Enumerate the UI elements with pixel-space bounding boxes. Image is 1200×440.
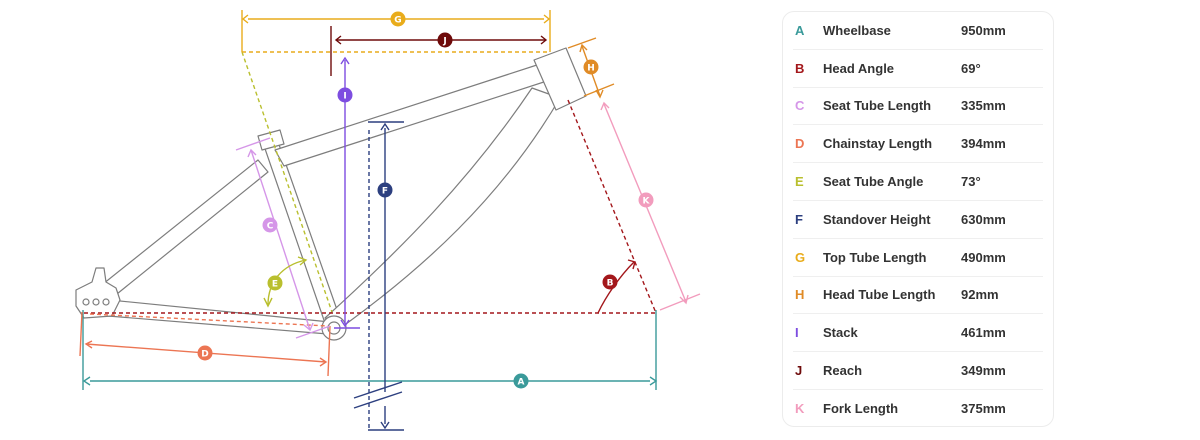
svg-text:B: B [607, 279, 614, 289]
svg-text:J: J [442, 37, 446, 47]
badge-e: E [267, 275, 283, 291]
badge-j: J [437, 32, 453, 48]
geometry-name: Wheelbase [823, 22, 891, 38]
geometry-row-a: A Wheelbase 950mm [793, 12, 1043, 50]
badge-c: C [262, 217, 278, 233]
geometry-letter: B [795, 60, 805, 76]
geometry-letter: F [795, 211, 803, 227]
geometry-name: Chainstay Length [823, 136, 933, 152]
geometry-row-f: F Standover Height 630mm [793, 201, 1043, 239]
svg-text:I: I [343, 92, 346, 102]
geometry-letter: E [795, 174, 804, 190]
geometry-letter: K [795, 401, 805, 417]
geometry-row-i: I Stack 461mm [793, 314, 1043, 353]
geometry-value: 375mm [961, 401, 1006, 417]
geometry-name: Seat Tube Angle [823, 174, 924, 190]
svg-text:H: H [587, 64, 595, 74]
badge-i: I [337, 87, 353, 103]
geometry-row-c: C Seat Tube Length 335mm [793, 88, 1043, 126]
geometry-row-g: G Top Tube Length 490mm [793, 239, 1043, 277]
geometry-value: 950mm [961, 22, 1006, 38]
bike-frame [75, 47, 587, 341]
svg-text:G: G [394, 16, 401, 26]
geometry-value: 335mm [961, 98, 1006, 114]
geometry-name: Head Tube Length [823, 287, 936, 303]
geometry-value: 630mm [961, 211, 1006, 227]
geometry-value: 461mm [961, 325, 1006, 341]
geometry-value: 92mm [961, 287, 999, 303]
geometry-value: 490mm [961, 249, 1006, 265]
badge-h: H [583, 59, 599, 75]
geometry-row-b: B Head Angle 69° [793, 50, 1043, 88]
geometry-value: 69° [961, 60, 981, 76]
geometry-letter: G [795, 249, 806, 265]
svg-text:D: D [201, 350, 208, 360]
geometry-letter: C [795, 98, 805, 114]
dimension-e-seat-angle [241, 51, 333, 313]
seatstay [97, 159, 269, 299]
geometry-letter: I [795, 325, 799, 341]
geometry-name: Top Tube Length [823, 249, 927, 265]
geometry-table: A Wheelbase 950mm B Head Angle 69° C Sea… [782, 11, 1054, 427]
geometry-row-h: H Head Tube Length 92mm [793, 277, 1043, 315]
axle-slot-2 [92, 298, 100, 306]
svg-text:A: A [518, 378, 525, 388]
badge-d: D [197, 345, 213, 361]
geometry-name: Fork Length [823, 401, 899, 417]
axle-slot-3 [102, 298, 110, 306]
geometry-letter: A [795, 22, 805, 38]
geometry-name: Reach [823, 363, 863, 379]
dimension-j-reach [330, 26, 548, 76]
geometry-letter: H [795, 287, 805, 303]
badge-k: K [638, 192, 654, 208]
geometry-name: Head Angle [823, 60, 895, 76]
geometry-row-d: D Chainstay Length 394mm [793, 125, 1043, 164]
geometry-row-k: K Fork Length 375mm [793, 390, 1043, 428]
dimension-f-standover [353, 121, 404, 431]
frame-geometry-diagram: A B C D E F G H I J K [75, 10, 701, 431]
geometry-value: 394mm [961, 136, 1006, 152]
svg-text:K: K [643, 197, 651, 207]
dimension-a-wheelbase [82, 310, 658, 390]
geometry-row-j: J Reach 349mm [793, 352, 1043, 390]
svg-text:E: E [272, 280, 278, 290]
dimension-c-seat-tube [235, 137, 331, 339]
badge-g: G [390, 11, 406, 27]
geometry-letter: J [795, 363, 803, 379]
axle-slot-1 [82, 298, 90, 306]
geometry-name: Seat Tube Length [823, 98, 932, 114]
geometry-name: Standover Height [823, 211, 931, 227]
geometry-value: 73° [961, 174, 981, 190]
geometry-name: Stack [823, 325, 858, 341]
svg-text:C: C [267, 222, 274, 232]
badge-a: A [513, 373, 529, 389]
badge-f: F [377, 182, 393, 198]
head-tube [533, 47, 587, 111]
geometry-row-e: E Seat Tube Angle 73° [793, 163, 1043, 201]
svg-text:F: F [382, 187, 388, 197]
geometry-letter: D [795, 136, 805, 152]
badge-b: B [602, 274, 618, 290]
dimension-i-stack [334, 56, 360, 329]
seat-collar [257, 129, 285, 151]
geometry-value: 349mm [961, 363, 1006, 379]
